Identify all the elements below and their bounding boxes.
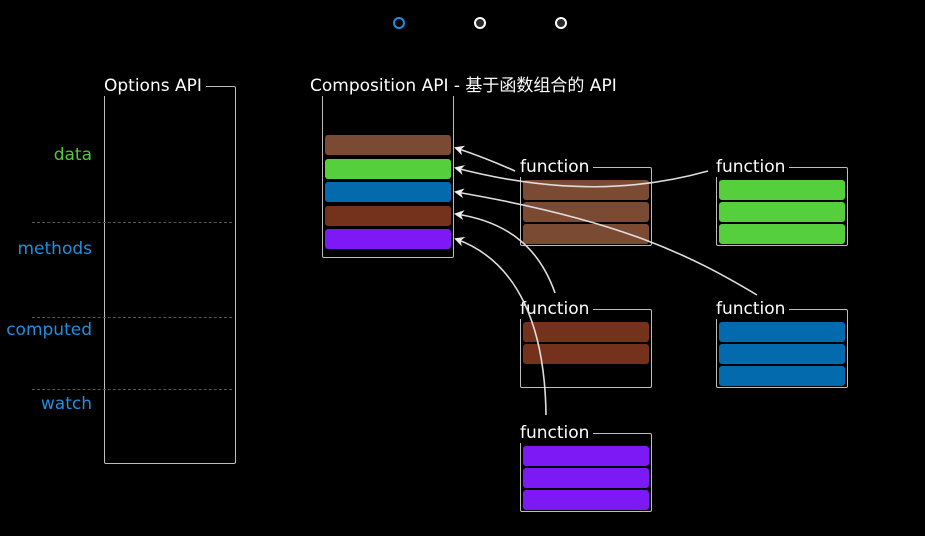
section-divider [32, 389, 232, 390]
composition-api-title: Composition API - 基于函数组合的 API [310, 76, 621, 96]
function-label: function [520, 299, 594, 319]
pagination-dot-1[interactable] [393, 17, 405, 29]
function-bar [523, 468, 649, 488]
function-label: function [716, 299, 790, 319]
section-divider [32, 222, 232, 223]
function-label: function [520, 157, 594, 177]
function-bar [523, 224, 649, 244]
section-divider [32, 317, 232, 318]
pagination-dot-3[interactable] [555, 17, 567, 29]
function-label: function [716, 157, 790, 177]
composition-stack-bar [325, 182, 451, 202]
options-api-title: Options API [104, 76, 206, 96]
pagination-dot-2[interactable] [474, 17, 486, 29]
composition-stack-bar [325, 229, 451, 249]
function-bar [719, 366, 845, 386]
function-bar [719, 322, 845, 342]
composition-stack-bar [325, 135, 451, 155]
function-bar [719, 224, 845, 244]
section-label-methods: methods [17, 239, 92, 259]
composition-stack-bar [325, 205, 451, 226]
composition-stack-bar [325, 158, 451, 179]
arrow-brown-function [454, 145, 516, 172]
function-label: function [520, 423, 594, 443]
function-bar [719, 344, 845, 364]
options-api-frame [104, 86, 236, 464]
function-bar [523, 202, 649, 222]
function-bar [523, 322, 649, 342]
function-bar [719, 180, 845, 200]
section-label-watch: watch [40, 394, 92, 414]
section-label-data: data [53, 145, 92, 165]
function-bar [523, 180, 649, 200]
section-label-computed: computed [6, 320, 92, 340]
function-bar [523, 446, 649, 466]
function-bar [719, 202, 845, 222]
function-bar [523, 490, 649, 510]
function-bar [523, 344, 649, 364]
